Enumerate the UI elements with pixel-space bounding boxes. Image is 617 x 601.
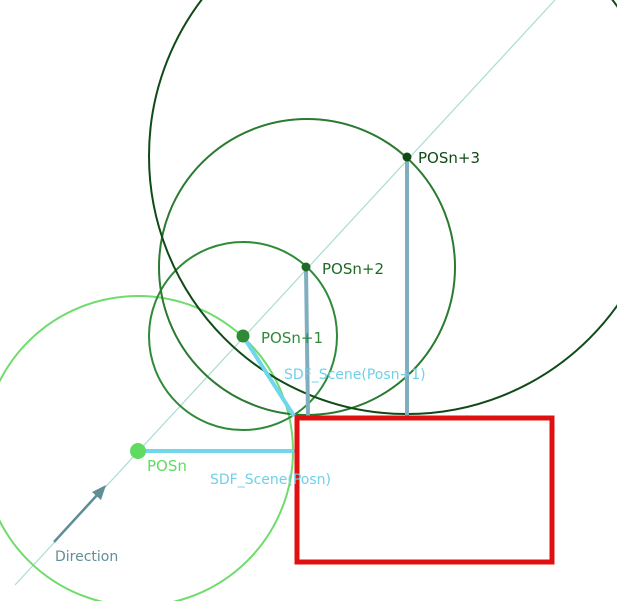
sample-point-posn1 bbox=[236, 329, 250, 343]
direction-arrowhead-icon bbox=[92, 485, 106, 500]
direction-arrow-icon bbox=[53, 493, 99, 543]
distance-line-posn2 bbox=[304, 267, 310, 417]
label-sdf-posn: SDF_Scene(Posn) bbox=[210, 472, 331, 488]
sample-point-posn3 bbox=[402, 152, 412, 162]
label-sdf-posn1: SDF_Scene(Posn+1) bbox=[284, 367, 426, 383]
sample-point-posn bbox=[130, 443, 146, 459]
label-posn3: POSn+3 bbox=[418, 149, 480, 167]
distance-circle-posn bbox=[0, 295, 294, 601]
label-posn: POSn bbox=[147, 457, 187, 475]
distance-circle-posn1 bbox=[148, 241, 338, 431]
sample-point-posn2 bbox=[301, 262, 311, 272]
scene-object-box bbox=[294, 415, 555, 565]
distance-circle-posn3 bbox=[148, 0, 617, 415]
label-posn1: POSn+1 bbox=[261, 329, 323, 347]
label-direction: Direction bbox=[55, 549, 118, 565]
label-posn2: POSn+2 bbox=[322, 260, 384, 278]
sdf-distance-line-posn1 bbox=[241, 334, 296, 418]
